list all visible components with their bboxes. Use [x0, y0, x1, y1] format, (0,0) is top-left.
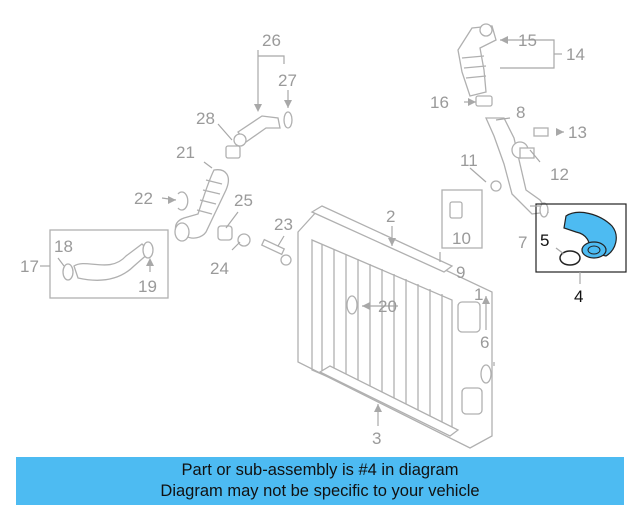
- clip-20: [346, 295, 358, 315]
- callout-12: 12: [550, 165, 569, 184]
- callout-6: 6: [480, 333, 489, 352]
- clip-22: [177, 191, 189, 211]
- parts-diagram: 1 2 3 6 7 8 9 10 11 12 13 14 15 16 17 18…: [20, 23, 627, 449]
- callout-10: 10: [452, 229, 471, 248]
- clamp-25: [217, 225, 233, 241]
- callout-22: 22: [134, 189, 153, 208]
- info-banner: Part or sub-assembly is #4 in diagram Di…: [16, 457, 624, 505]
- seal-7: [539, 202, 549, 218]
- seal-5: [559, 250, 581, 266]
- banner-line-2: Diagram may not be specific to your vehi…: [160, 482, 480, 500]
- callout-17: 17: [20, 257, 39, 276]
- bolt-23: [260, 238, 292, 266]
- callout-24: 24: [210, 259, 229, 278]
- lower-air-guide: [318, 365, 460, 437]
- hose-inset: [73, 243, 151, 281]
- arrowheads: [146, 36, 564, 412]
- bolt-13: [533, 127, 549, 137]
- callout-5: 5: [540, 231, 549, 250]
- nut-11: [490, 180, 502, 192]
- callout-18: 18: [54, 237, 73, 256]
- callout-25: 25: [234, 191, 253, 210]
- inset-box-4: [535, 203, 627, 273]
- callout-3: 3: [372, 429, 381, 448]
- callout-labels: 1 2 3 6 7 8 9 10 11 12 13 14 15 16 17 18…: [20, 31, 587, 448]
- clip-6: [480, 364, 492, 384]
- upper-air-guide: [310, 205, 454, 273]
- callout-9: 9: [456, 263, 465, 282]
- inset-box-9: [441, 189, 483, 249]
- callout-20: 20: [378, 297, 397, 316]
- callout-4: 4: [574, 287, 583, 306]
- callout-14: 14: [566, 45, 585, 64]
- hose-4-highlighted: [563, 211, 617, 259]
- callout-11: 11: [460, 151, 478, 170]
- hose-15: [457, 25, 497, 97]
- callout-19: 19: [138, 277, 157, 296]
- bolt-12: [519, 147, 535, 159]
- seal-27: [283, 111, 293, 129]
- inset-box-17: [49, 229, 169, 299]
- callout-16: 16: [430, 93, 449, 112]
- callout-23: 23: [274, 215, 293, 234]
- callout-26: 26: [262, 31, 281, 50]
- banner-line-1: Part or sub-assembly is #4 in diagram: [181, 461, 459, 479]
- callout-8: 8: [516, 103, 525, 122]
- callout-21: 21: [176, 143, 195, 162]
- callout-28: 28: [196, 109, 215, 128]
- nut-24: [237, 233, 251, 247]
- callout-13: 13: [568, 123, 587, 142]
- callout-15: 15: [518, 31, 537, 50]
- callout-27: 27: [278, 71, 297, 90]
- callout-1: 1: [474, 285, 483, 304]
- callout-2: 2: [386, 207, 395, 226]
- callout-7: 7: [518, 233, 527, 252]
